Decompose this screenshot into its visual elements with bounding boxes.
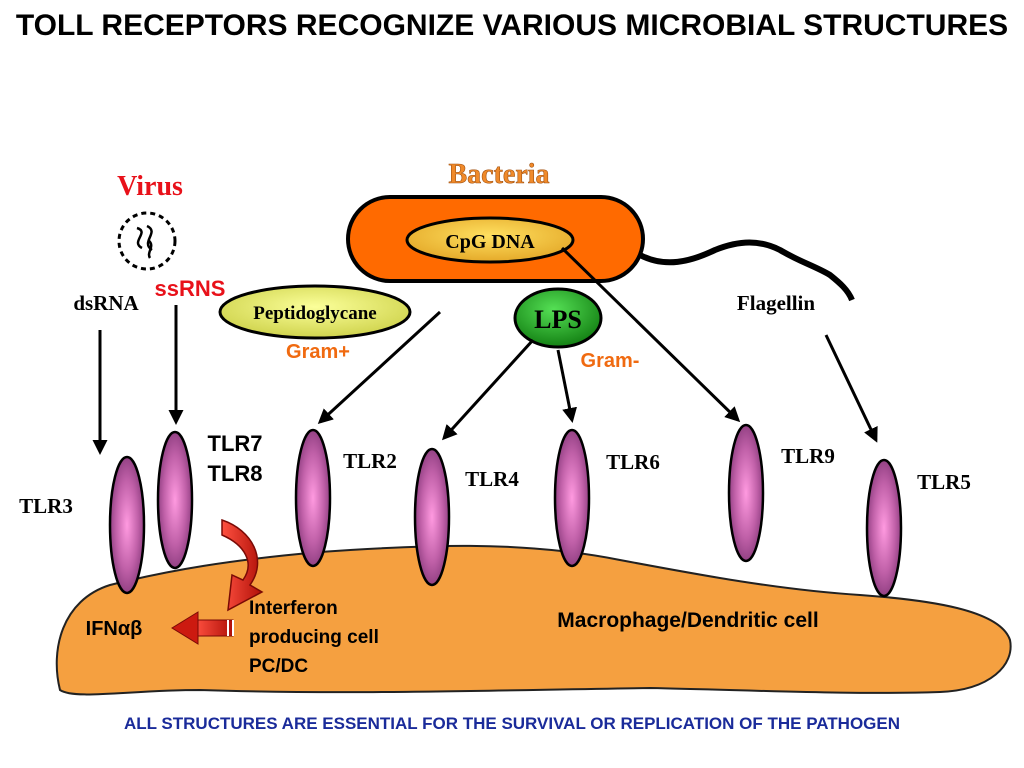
red-straight-arrow [171,611,234,645]
ipc-label-line1: Interferon [249,598,338,619]
ifn-label: IFNαβ [86,618,143,640]
ipc-label-line2: producing cell [249,627,379,648]
peptidoglycane-oval [218,284,412,340]
arrow-lps-tlr4 [441,338,535,441]
tlr2-label: TLR2 [343,449,397,473]
gram-minus-label: Gram- [581,350,640,372]
dsrna-label: dsRNA [73,291,139,315]
arrow-cpg-tlr9 [560,246,741,423]
footer-note: ALL STRUCTURES ARE ESSENTIAL FOR THE SUR… [123,714,901,733]
receptor-tlr6 [553,428,591,568]
virus-label: Virus [117,171,183,202]
flagellum [638,239,855,302]
receptor-tlr3 [108,455,146,595]
tlr7-label: TLR7 [208,431,263,456]
ipc-label-line3: PC/DC [249,656,308,677]
arrow-lps-tlr6 [556,349,578,423]
virus-icon [117,211,177,271]
receptor-tlr5 [865,458,903,598]
gram-plus-label: Gram+ [286,341,350,363]
tlr5-label: TLR5 [917,470,971,494]
tlr9-label: TLR9 [781,444,835,468]
lps-label: LPS [534,305,582,334]
receptor-tlr9 [727,423,765,563]
tlr6-label: TLR6 [606,450,660,474]
receptor-tlr7-tlr8 [156,430,194,570]
lps-oval [513,287,603,349]
cpg-dna-oval [405,216,575,264]
arrow-flagellin-tlr5 [824,334,878,443]
arrow-gram-plus-tlr2 [317,310,442,425]
red-curved-arrow [221,518,264,612]
receptor-tlr4 [413,447,451,587]
cpg-dna-label: CpG DNA [445,231,535,253]
bacteria-label: Bacteria [448,159,549,190]
tlr3-label: TLR3 [19,494,73,518]
page-title: TOLL RECEPTORS RECOGNIZE VARIOUS MICROBI… [15,9,1009,42]
flagellin-label: Flagellin [737,291,815,315]
ssrns-label: ssRNS [155,276,226,301]
macrophage-label: Macrophage/Dendritic cell [557,609,818,632]
tlr4-label: TLR4 [465,467,519,491]
receptors [108,423,903,598]
tlr8-label: TLR8 [208,461,263,486]
receptor-tlr2 [294,428,332,568]
peptidoglycane-label: Peptidoglycane [253,303,377,324]
